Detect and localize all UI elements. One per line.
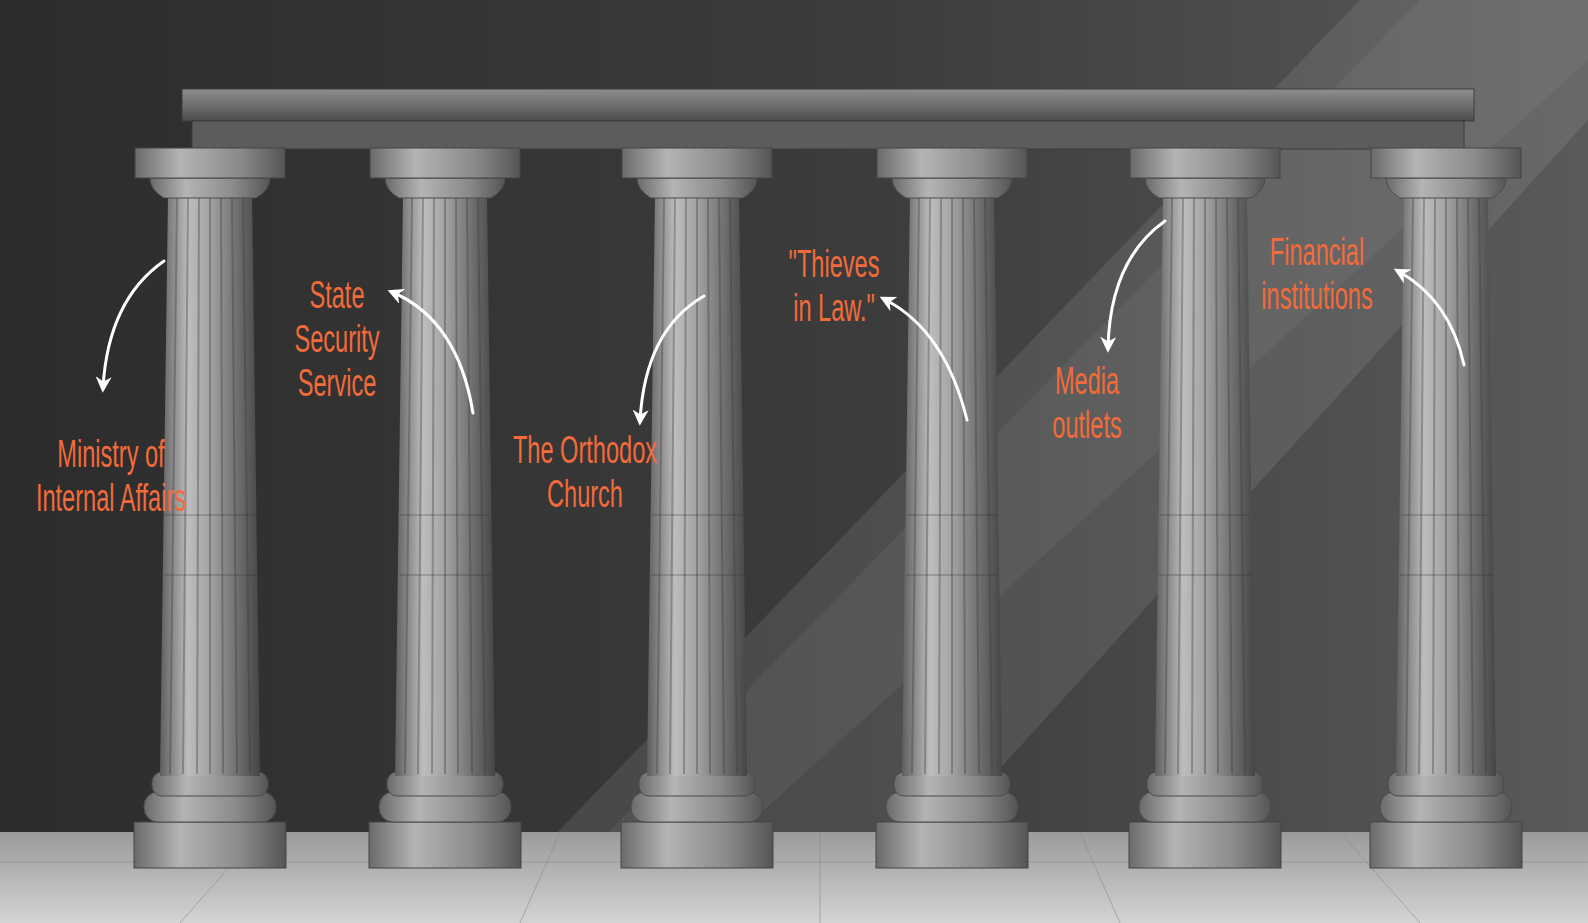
column-label: The Orthodox Church [504, 428, 666, 516]
leader-arrow [103, 261, 164, 388]
column-label: Media outlets [1052, 359, 1121, 447]
column-label: "Thieves in Law." [789, 242, 880, 330]
leader-arrow [1398, 271, 1464, 365]
column-label: Ministry of Internal Affairs [30, 432, 191, 520]
leader-arrows [103, 221, 1464, 421]
leader-arrow [640, 296, 704, 421]
columns [134, 148, 1522, 868]
leader-arrow [392, 292, 473, 413]
column-label: State Security Service [294, 273, 379, 405]
leader-arrow [884, 299, 967, 420]
leader-arrow [1108, 221, 1165, 348]
column-label: Financial institutions [1261, 230, 1372, 318]
entablature [182, 89, 1474, 149]
